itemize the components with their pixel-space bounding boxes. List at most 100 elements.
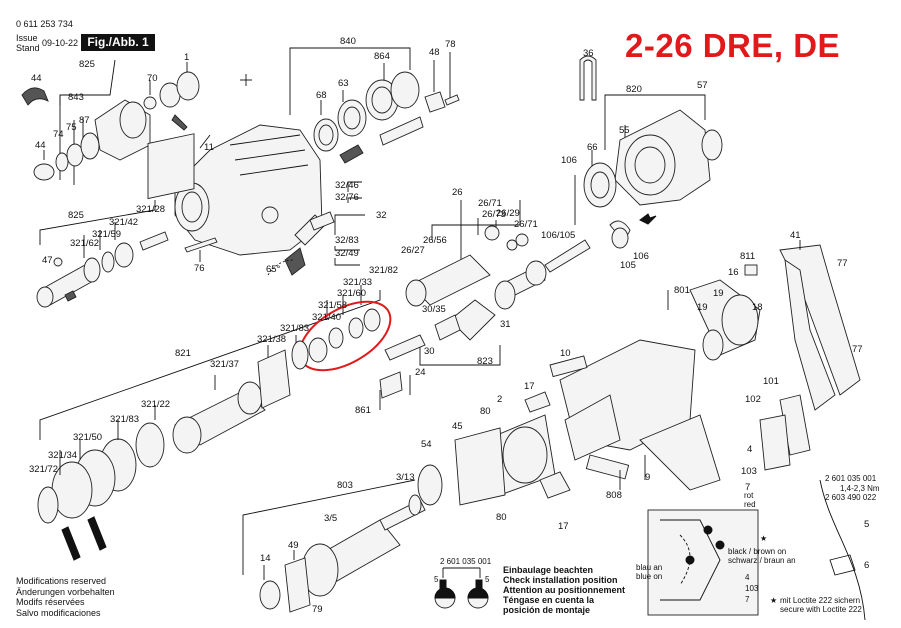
label-18: 18: [752, 302, 763, 313]
install-note-en: Check installation position: [503, 575, 618, 585]
label-820: 820: [626, 84, 642, 95]
label-321-28: 321/28: [136, 204, 165, 215]
label-321-72: 321/72: [29, 464, 58, 475]
intermediate-shaft-group: [405, 200, 547, 307]
install-num-right: 5: [485, 575, 490, 584]
label-321-83a: 321/83: [280, 323, 309, 334]
star-icon: ★: [770, 596, 777, 605]
label-106-105: 106/105: [541, 230, 575, 241]
label-41: 41: [790, 230, 801, 241]
label-103a: 103: [741, 466, 757, 477]
label-10: 10: [560, 348, 571, 359]
torque-spec: 1,4-2,3 Nm: [840, 484, 880, 493]
install-note-es2: posición de montaje: [503, 605, 590, 615]
part-number: 0 611 253 734: [16, 19, 73, 29]
inset-1: 1: [686, 556, 691, 565]
model-title: 2-26 DRE, DE: [625, 27, 841, 64]
issue-label-en: Issue: [16, 33, 38, 43]
label-26-71a: 26/71: [478, 198, 502, 209]
footer-line-fr: Modifs réservées: [16, 597, 85, 607]
shift-group: [309, 181, 365, 266]
label-106a: 106: [561, 155, 577, 166]
label-44a: 44: [31, 73, 42, 84]
label-1: 1: [184, 52, 189, 63]
label-45: 45: [452, 421, 463, 432]
inset-black-brown: black / brown on: [728, 547, 786, 556]
wire-color-red: red: [744, 500, 756, 509]
wiring-inset: [647, 509, 759, 616]
label-75: 75: [66, 122, 77, 133]
label-321-58: 321/58: [318, 300, 347, 311]
part-labels: 840 864 48 78 36 825 44 843 70 1 68 63 8…: [29, 36, 880, 615]
inset-schwarz-braun: schwarz / braun an: [728, 556, 796, 565]
label-106b: 106: [633, 251, 649, 262]
install-note-de: Einbaulage beachten: [503, 565, 593, 575]
label-32-46: 32/46: [335, 180, 359, 191]
label-801: 801: [674, 285, 690, 296]
label-26-73: 26/73: [482, 209, 506, 220]
loctite-en: secure with Loctite 222: [780, 605, 862, 614]
inset-103: 103: [745, 584, 759, 593]
cross-marker: [240, 74, 252, 86]
footer-line-en: Modifications reserved: [16, 576, 107, 586]
motor-housing-group: [417, 339, 721, 506]
label-68: 68: [316, 90, 327, 101]
label-77b: 77: [852, 344, 863, 355]
label-321-33: 321/33: [343, 277, 372, 288]
label-321-40: 321/40: [312, 312, 341, 323]
label-36: 36: [583, 48, 594, 59]
label-321-82: 321/82: [369, 265, 398, 276]
label-11: 11: [204, 142, 214, 153]
modifications-note: Modifications reserved Änderungen vorbeh…: [16, 576, 115, 618]
label-80b: 80: [496, 512, 507, 523]
label-6: 6: [864, 560, 869, 571]
label-26-71b: 26/71: [514, 219, 538, 230]
label-9: 9: [645, 472, 650, 483]
label-861: 861: [355, 405, 371, 416]
footer-line-de: Änderungen vorbehalten: [16, 586, 115, 597]
label-825b: 825: [68, 210, 84, 221]
label-17a: 17: [524, 381, 535, 392]
label-66: 66: [587, 142, 598, 153]
spindle-group: [36, 200, 169, 308]
label-321-22: 321/22: [141, 399, 170, 410]
label-63: 63: [338, 78, 349, 89]
install-num-left: 5: [434, 575, 439, 584]
label-49: 49: [288, 540, 299, 551]
figure-label: Fig./Abb. 1: [81, 34, 155, 51]
label-77a: 77: [837, 258, 848, 269]
label-321-60: 321/60: [337, 288, 366, 299]
label-48: 48: [429, 47, 440, 58]
install-note-fr: Attention au positionnement: [503, 585, 625, 595]
label-321-37: 321/37: [210, 359, 239, 370]
inset-2: 2: [706, 527, 711, 536]
armature-group: [242, 479, 426, 613]
label-7a: 7: [745, 482, 750, 493]
wire-color-rot: rot: [744, 491, 754, 500]
label-32: 32: [376, 210, 387, 221]
label-76: 76: [194, 263, 205, 274]
label-803: 803: [337, 480, 353, 491]
label-80a: 80: [480, 406, 491, 417]
label-55: 55: [619, 125, 630, 136]
install-note-es: Téngase en cuenta la: [503, 595, 595, 605]
label-24: 24: [415, 367, 426, 378]
loctite-de: mit Loctite 222 sichern: [780, 596, 860, 605]
inset-blue-on: blue on: [636, 572, 662, 581]
label-102: 102: [745, 394, 761, 405]
label-26-56: 26/56: [423, 235, 447, 246]
label-19b: 19: [697, 302, 708, 313]
label-808: 808: [606, 490, 622, 501]
label-78: 78: [445, 39, 456, 50]
pn-2601035001-a: 2 601 035 001: [825, 474, 877, 483]
label-4: 4: [747, 444, 752, 455]
label-864: 864: [374, 51, 390, 62]
label-321-83b: 321/83: [110, 414, 139, 425]
label-30: 30: [424, 346, 435, 357]
label-14: 14: [260, 553, 271, 564]
footer-line-es: Salvo modificaciones: [16, 607, 101, 618]
handle-switch-group: [667, 240, 861, 471]
label-3-13: 3/13: [396, 472, 415, 483]
label-57: 57: [697, 80, 708, 91]
